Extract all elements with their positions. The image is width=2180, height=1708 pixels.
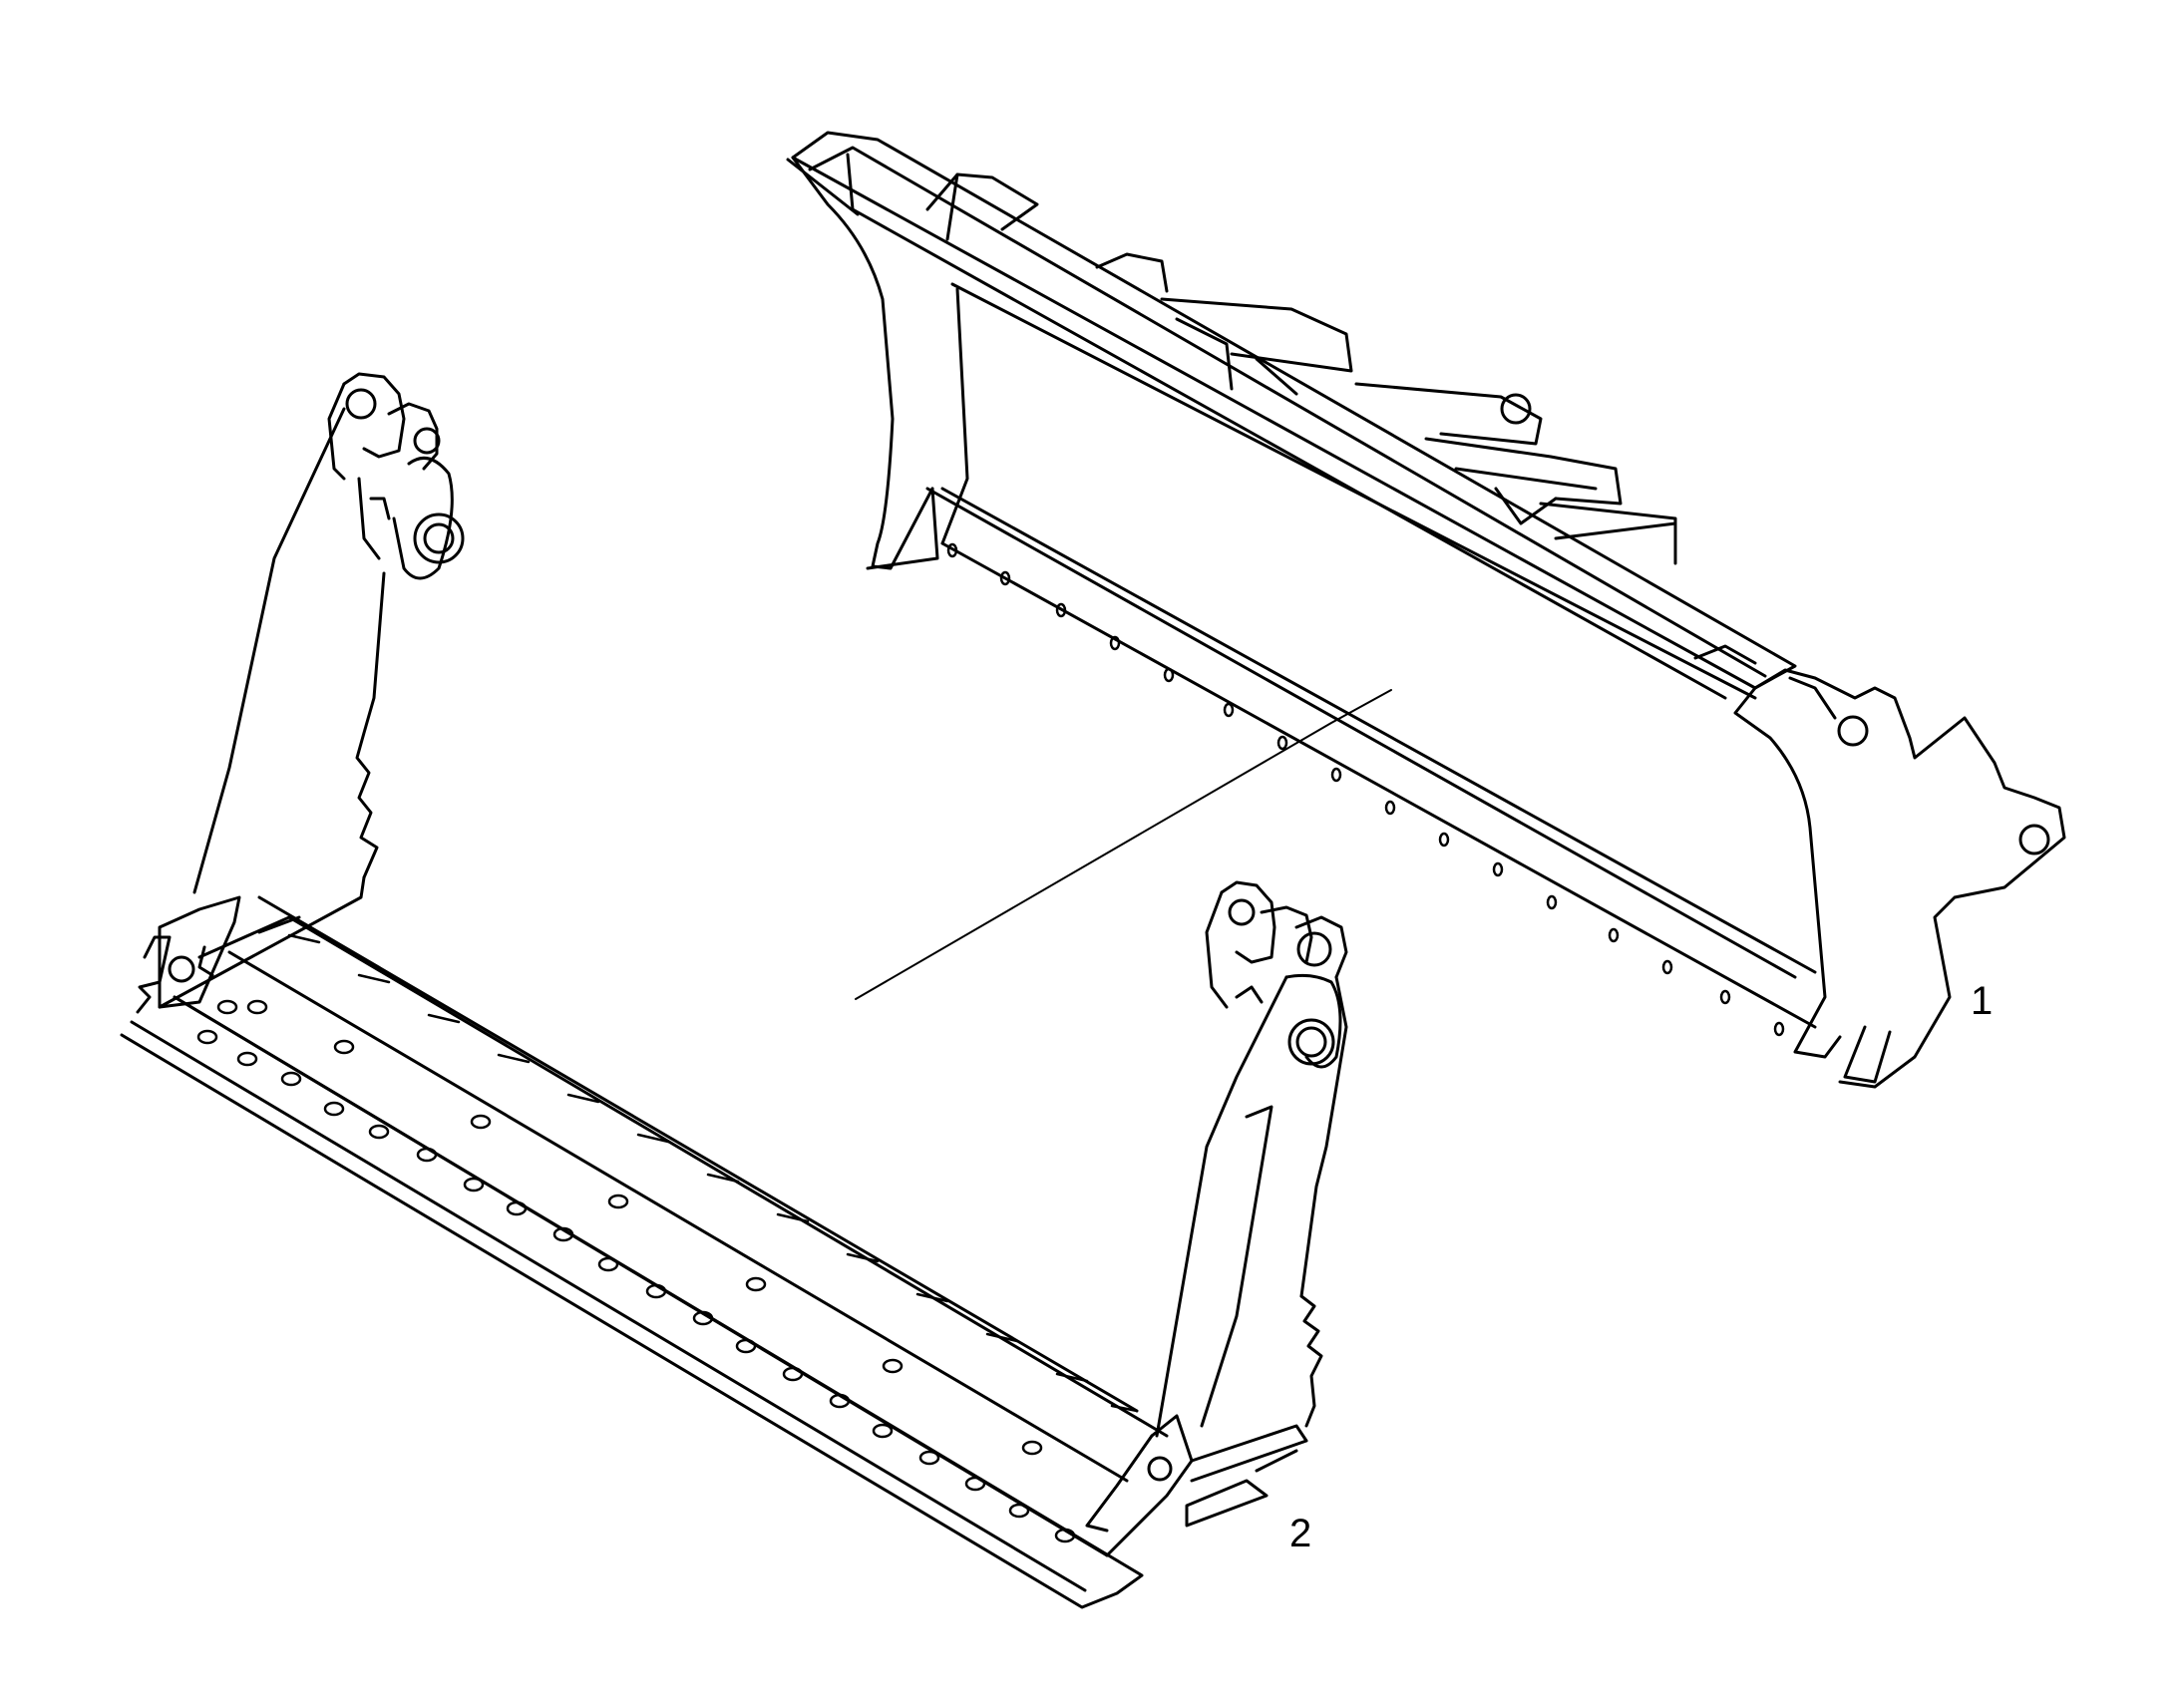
part-label-2: 2 bbox=[1289, 1512, 1312, 1555]
bucket-part-2 bbox=[120, 372, 1348, 1609]
part-label-1: 1 bbox=[1971, 979, 1994, 1023]
bucket-frame-part-1 bbox=[786, 131, 2066, 1089]
leader-line bbox=[855, 689, 1392, 1000]
